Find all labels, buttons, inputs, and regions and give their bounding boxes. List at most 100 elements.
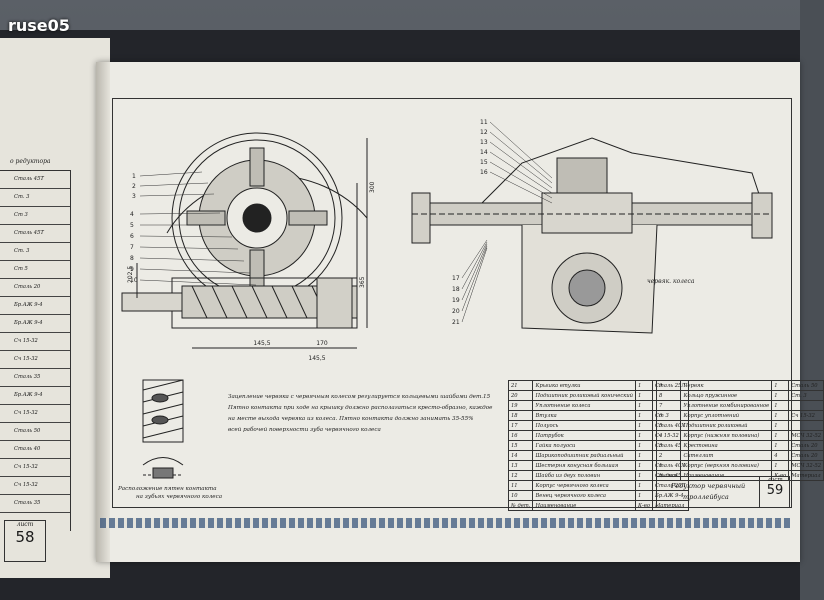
callout-left: 8 [130,255,134,262]
page-ornament-border [100,518,790,528]
watermark: ruse05 [8,16,70,35]
callout-right: 21 [452,319,460,326]
parts-right-cell-no: 6 [655,410,682,421]
parts-left-cell-qty: 1 [635,430,653,441]
parts-right-cell-qty: 1 [771,460,790,471]
parts-right-cell-mat: Сталь 50 [788,380,824,391]
parts-left-cell-qty: 1 [635,480,653,491]
callout-left: 5 [130,222,134,229]
dim-label-1: 145,5 [308,355,325,362]
left-material-item: Сч 15-32 [0,405,70,423]
callout-right: 20 [452,308,460,315]
parts-left-cell-name: Подшипник роликовый конический [532,390,637,401]
parts-right-cell-mat: МСЧ 32-52 [788,430,824,441]
parts-right-cell-mat [788,400,824,411]
parts-left-cell-no: 13 [507,460,534,471]
parts-left-cell-no: 18 [507,410,534,421]
callout-leader [139,257,245,262]
callout-right: 12 [480,129,488,136]
parts-left-cell-qty: 1 [635,410,653,421]
hdr-qty: К-во [635,500,653,511]
note-line-4: всей рабочей поверхности зуба червячного… [228,427,381,433]
parts-right-cell-qty: 4 [771,450,790,461]
page-label: лист [767,477,783,483]
hdr-pos-r: № дет. [655,470,682,481]
left-material-item: Ст. 3 [0,243,70,261]
dimension-300: 300 [369,181,376,193]
callout-leader [139,246,239,250]
parts-left-cell-name: Крышка втулки [532,380,637,391]
hdr-pos: № дет. [507,500,534,511]
callout-leader [139,279,257,286]
parts-left-cell-no: 21 [507,380,534,391]
left-material-item: Сталь 40 [0,441,70,459]
technical-drawing: 145,5 145,5 145,5 170 300 365 202,5 черв… [121,119,773,362]
parts-left-cell-qty: 1 [635,440,653,451]
left-material-item: Сч 15-32 [0,333,70,351]
callout-leader [139,268,251,274]
left-material-item: Ст 5 [0,261,70,279]
detail-caption-1: Расположение пятен контакта [118,486,217,492]
callout-left: 4 [130,211,134,218]
left-material-item: Сч 15-32 [0,477,70,495]
parts-right-cell-qty: 1 [771,380,790,391]
parts-right-cell-no: 5 [655,420,682,431]
parts-right-cell-no: 7 [655,400,682,411]
callout-left: 1 [132,173,136,180]
callout-leader [461,243,488,301]
parts-left-cell-no: 19 [507,400,534,411]
callout-right: 18 [452,286,460,293]
parts-right-cell-name: Червяк [680,380,773,391]
parts-right-cell-name: Кольцо пружинное [680,390,773,401]
dimension-170: 170 [316,340,328,347]
parts-right-cell-qty: 1 [771,410,790,421]
callout-leader [139,182,209,187]
parts-right-cell-no: 4 [655,430,682,441]
callout-leader [489,151,553,194]
hdr-name: Наименование [532,500,637,511]
parts-left-cell-name: Корпус червячного колеса [532,480,637,491]
callout-leader [461,241,488,290]
note-line-2: Пятно контакта при ходе на крышку должно… [228,405,493,411]
left-page-number-box: лист 58 [4,520,46,562]
parts-left-cell-name: Венец червячного колеса [532,490,637,501]
parts-right-cell-name: Сателлит [680,450,773,461]
callout-right: 17 [452,275,460,282]
book-spine [96,62,110,562]
title-block: Редуктор червячный троллейбуса лист 59 [656,476,790,508]
upper-housing-section [481,137,763,204]
parts-left-cell-no: 11 [507,480,534,491]
dimension-202: 202,5 [127,266,134,283]
left-page-number: 58 [15,528,35,546]
callout-right: 16 [480,169,488,176]
parts-left-cell-name: Патрубок [532,430,637,441]
dimension-365: 365 [359,276,366,288]
callout-leader [489,161,553,199]
parts-right-cell-qty: 1 [771,440,790,451]
callout-left: 9 [130,266,134,273]
parts-left-cell-qty: 1 [635,400,653,411]
left-material-item: Ст 3 [0,207,70,225]
hdr-mat-r: Материал [788,470,824,481]
parts-left-cell-no: 15 [507,440,534,451]
left-material-item: Сч 15-32 [0,459,70,477]
parts-right-cell-qty: 1 [771,430,790,441]
parts-right-cell-no: 1 [655,460,682,471]
callout-right: 11 [480,119,488,126]
callout-leader [461,247,488,323]
callout-left: 2 [132,183,136,190]
left-material-item: Сталь 45Т [0,225,70,243]
parts-left-cell-name: Шайба из двух половин [532,470,637,481]
worm-shaft [121,292,183,312]
hdr-name-r: Наименование [680,470,773,481]
hdr-mat: Материал [651,500,689,511]
parts-right-cell-name: Корпус (верхняя половина) [680,460,773,471]
tooth-contact-detail [142,379,184,479]
